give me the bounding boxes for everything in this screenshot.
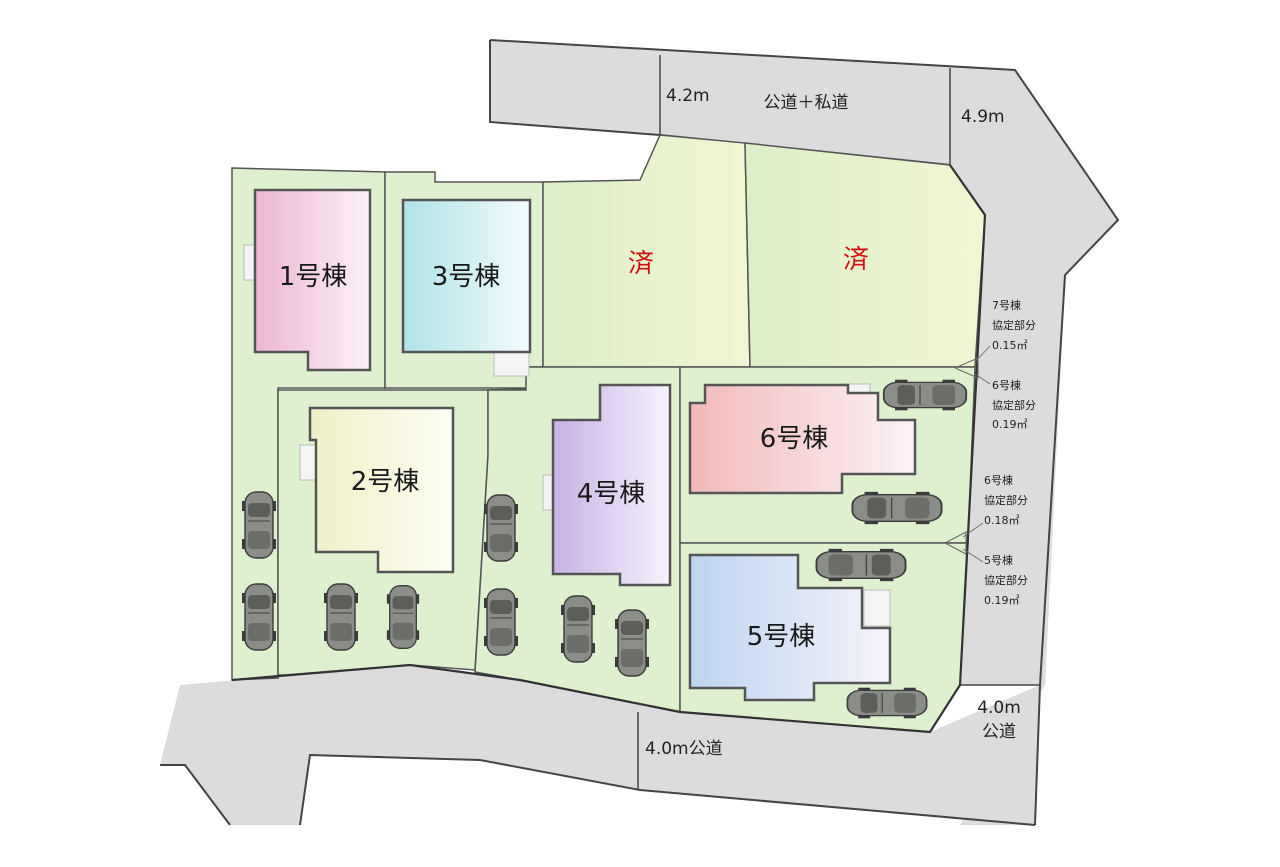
east-road <box>950 68 1118 825</box>
car <box>846 686 928 720</box>
house-2 <box>308 406 455 574</box>
sold-mark-right: 済 <box>843 245 869 275</box>
house-3-label: 3号棟 <box>432 262 501 292</box>
note-line: 0.19㎡ <box>992 418 1028 431</box>
note-7-agreement: 7号棟 協定部分 0.15㎡ <box>992 298 1036 352</box>
note-line: 協定部分 <box>992 318 1036 332</box>
house-5 <box>688 553 892 702</box>
sold-mark-left: 済 <box>628 249 654 279</box>
note-line: 協定部分 <box>992 398 1036 412</box>
south-road-label: 4.0m公道 <box>645 739 723 759</box>
south-road <box>160 665 1040 825</box>
car <box>560 595 596 663</box>
house-1-label: 1号棟 <box>279 262 348 292</box>
note-line: 協定部分 <box>984 493 1028 507</box>
east-road-width: 4.0m <box>977 698 1021 718</box>
note-line: 協定部分 <box>984 573 1028 587</box>
note-5-agreement: 5号棟 協定部分 0.19㎡ <box>984 553 1028 607</box>
roads <box>160 39 1120 826</box>
note-line: 0.15㎡ <box>992 339 1028 352</box>
agreement-markers <box>944 345 991 563</box>
car <box>851 490 943 526</box>
north-road-label: 公道＋私道 <box>764 93 849 113</box>
note-line: 0.19㎡ <box>984 594 1020 607</box>
house-2-label: 2号棟 <box>351 467 420 497</box>
note-6a-agreement: 6号棟 協定部分 0.19㎡ <box>992 378 1036 431</box>
note-line: 5号棟 <box>984 553 1013 567</box>
note-line: 6号棟 <box>984 473 1013 487</box>
car <box>483 588 519 656</box>
east-road-label: 公道 <box>982 722 1016 742</box>
car <box>241 583 277 651</box>
house-4-label: 4号棟 <box>577 479 646 509</box>
house-4 <box>551 383 672 587</box>
north-road-width-right: 4.9m <box>961 107 1005 127</box>
house-6-label: 6号棟 <box>760 424 829 454</box>
car <box>483 494 519 562</box>
car <box>882 378 968 412</box>
car <box>614 609 650 677</box>
car <box>386 584 420 650</box>
houses <box>243 188 917 702</box>
house-1 <box>253 188 372 372</box>
note-line: 7号棟 <box>992 298 1021 312</box>
car <box>815 547 907 583</box>
house-3 <box>401 198 532 354</box>
north-road-width-left: 4.2m <box>666 86 710 106</box>
car <box>241 491 277 559</box>
house-6 <box>688 383 917 495</box>
note-line: 0.18㎡ <box>984 514 1020 527</box>
note-line: 6号棟 <box>992 378 1021 392</box>
note-6b-agreement: 6号棟 協定部分 0.18㎡ <box>984 473 1028 527</box>
car <box>323 583 359 651</box>
house-5-label: 5号棟 <box>747 622 816 652</box>
